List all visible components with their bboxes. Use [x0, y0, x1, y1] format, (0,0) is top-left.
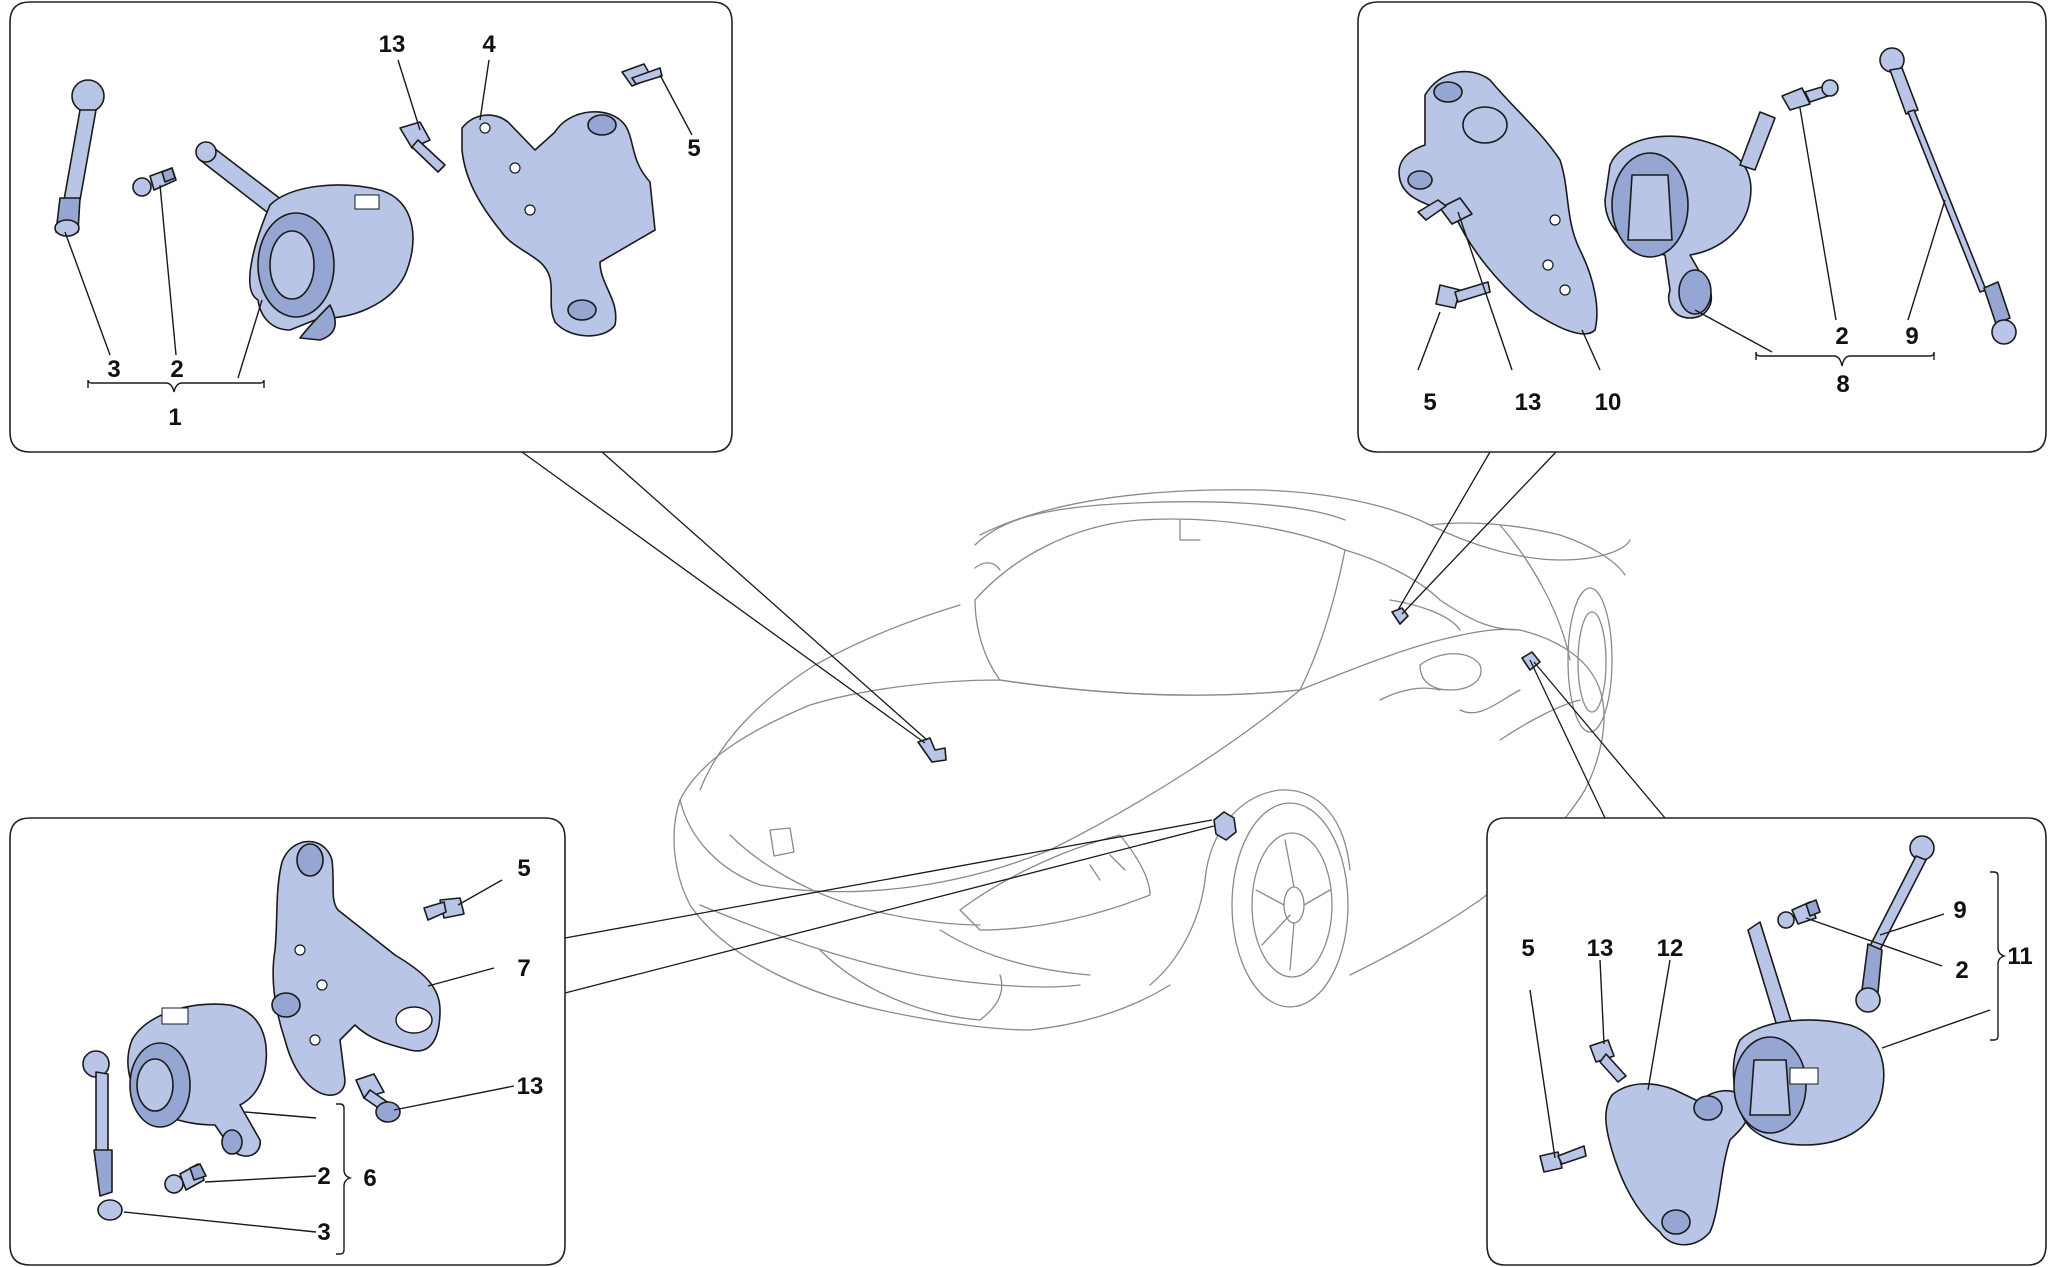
- ball-stud-2: [132, 167, 177, 197]
- callout-11-group: 11: [2007, 943, 2032, 970]
- bolt-13: [399, 121, 446, 173]
- bolt-5: [1539, 1145, 1587, 1173]
- front-bumper: [673, 799, 1171, 1031]
- bracket-12: [1605, 1083, 1750, 1246]
- callout-13: 13: [1587, 935, 1614, 962]
- callout-13: 13: [517, 1073, 544, 1100]
- bolt-5: [621, 63, 663, 87]
- bracket-7: [271, 840, 441, 1096]
- callout-2: 2: [1835, 323, 1848, 350]
- link-rod-3: [82, 1050, 123, 1221]
- callout-3: 3: [107, 356, 120, 383]
- link-rod-9: [1879, 47, 2017, 345]
- callout-8-group: 8: [1836, 371, 1849, 398]
- front-wheel: [1231, 802, 1349, 1008]
- rear-wheel: [1567, 587, 1613, 733]
- bolt-5: [1435, 281, 1491, 309]
- callout-5: 5: [1423, 389, 1436, 416]
- callout-5: 5: [517, 855, 530, 882]
- side-body: [1299, 628, 1605, 976]
- bolt-5: [423, 897, 465, 921]
- bolt-13: [355, 1073, 401, 1123]
- headlight: [959, 834, 1151, 931]
- callout-1-group: 1: [168, 404, 181, 431]
- callout-2: 2: [1955, 957, 1968, 984]
- callout-12: 12: [1657, 935, 1684, 962]
- callout-2: 2: [317, 1163, 330, 1190]
- link-rod-3: [54, 79, 105, 237]
- bracket-4: [461, 111, 656, 337]
- height-sensor-11: [1732, 921, 1885, 1146]
- height-sensor-8: [1604, 111, 1776, 319]
- height-sensor-1: [195, 141, 414, 341]
- car-outline: [673, 489, 1631, 1031]
- height-sensor-6: [127, 1003, 268, 1157]
- hood: [679, 679, 1301, 893]
- callout-13: 13: [1515, 389, 1542, 416]
- ball-stud-2: [164, 1163, 207, 1194]
- link-rod-9: [1855, 835, 1935, 1013]
- ball-stud-2: [1777, 899, 1821, 929]
- callout-7: 7: [517, 955, 530, 982]
- callout-10: 10: [1595, 389, 1622, 416]
- bracket-10: [1398, 70, 1598, 335]
- panel-bottom-right: 5 13 12 9 2 11: [1486, 817, 2047, 1266]
- bolt-13: [1417, 197, 1473, 225]
- callout-5: 5: [1521, 935, 1534, 962]
- windshield: [974, 518, 1346, 696]
- panel-top-left: 13 4 5 3 2 1: [9, 1, 733, 453]
- callout-5: 5: [687, 135, 700, 162]
- callout-13: 13: [379, 31, 406, 58]
- panel-top-right: 2 9 8 5 13 10: [1357, 1, 2047, 453]
- ball-stud-2: [1781, 79, 1839, 111]
- callout-6-group: 6: [363, 1165, 376, 1192]
- car-sensor-markers: [917, 607, 1541, 841]
- pointer-lines: [521, 451, 1666, 994]
- bolt-13: [1589, 1039, 1627, 1083]
- callout-9: 9: [1953, 897, 1966, 924]
- callout-9: 9: [1905, 323, 1918, 350]
- panel-bottom-left: 5 7 13 2 3 6: [9, 817, 566, 1266]
- callout-3: 3: [317, 1219, 330, 1246]
- callout-2: 2: [170, 356, 183, 383]
- side-mirror: [1419, 653, 1482, 691]
- callout-4: 4: [482, 31, 496, 58]
